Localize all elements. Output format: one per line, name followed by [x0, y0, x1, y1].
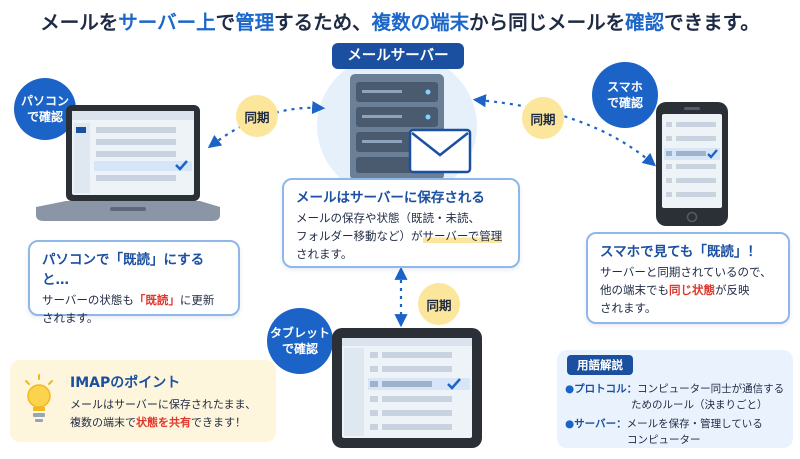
card-text: フォルダー移動など）が [296, 228, 423, 243]
page-headline: メールをサーバー上で管理するため、複数の端末から同じメールを確認できます。 [0, 6, 800, 35]
card-line: されます。 [42, 310, 99, 325]
device-label-line: パソコン [20, 93, 69, 108]
server-card: メールはサーバーに保存される メールの保存や状態（既読・未読、 フォルダー移動な… [282, 178, 520, 268]
headline-part: するため、 [274, 11, 372, 34]
device-label-line: で確認 [281, 342, 318, 356]
pc-card-body: サーバーの状態も「既読」に更新 されます。 [42, 292, 226, 328]
server-card-title: メールはサーバーに保存される [296, 190, 485, 206]
glossary-title: 用語解説 [567, 355, 633, 375]
device-label-line: スマホ [607, 79, 643, 94]
tip-body: メールはサーバーに保存されたまま、 複数の端末で状態を共有できます！ [70, 396, 256, 432]
card-line: メールの保存や状態（既読・未読、 [296, 211, 480, 225]
sync-arrow-phone [472, 94, 657, 167]
laptop-icon [36, 105, 220, 221]
sync-arrow-pc [207, 100, 326, 149]
sync-badge-tablet: 同期 [418, 283, 460, 325]
card-highlight: 「既読」 [133, 293, 180, 307]
headline-part: 確認 [625, 11, 665, 34]
card-line: サーバーの状態も「既読」に更新 [42, 292, 226, 310]
headline-part: できます。 [664, 11, 760, 34]
glossary-term: プロトコル： [574, 383, 638, 395]
tablet-device-label: タブレット で確認 [267, 308, 333, 374]
headline-part: サーバー上 [118, 11, 216, 34]
card-line: 他の端末でも同じ状態が反映 [600, 282, 776, 300]
pc-card-title: パソコンで「既読」にすると… [42, 252, 205, 288]
glossary-entry-protocol: ●プロトコル：コンピューター同士が通信する ためのルール（決まりごと） [565, 381, 784, 414]
phone-card-body: サーバーと同期されているので、 他の端末でも同じ状態が反映 されます。 [600, 264, 776, 317]
server-card-body: メールの保存や状態（既読・未読、 フォルダー移動など）がサーバーで管理 されます… [296, 210, 506, 263]
sync-badge-phone: 同期 [522, 97, 564, 139]
glossary-box: 用語解説 ●プロトコル：コンピューター同士が通信する ためのルール（決まりごと）… [557, 350, 793, 448]
glossary-entry-server: ●サーバー：メールを保存・管理している コンピューター [565, 416, 763, 449]
tablet-icon [332, 328, 482, 448]
glossary-term: サーバー： [574, 418, 627, 430]
tip-line: 複数の端末で状態を共有できます！ [70, 414, 256, 432]
device-label-line: で確認 [606, 96, 643, 110]
bullet-icon: ● [565, 418, 575, 430]
card-highlight: サーバーで管理 [422, 228, 503, 243]
glossary-def: ためのルール（決まりごと） [631, 399, 768, 412]
server-label: メールサーバー [332, 43, 464, 69]
lightbulb-icon [25, 374, 53, 422]
tip-line: メールはサーバーに保存されたまま、 [70, 398, 257, 411]
envelope-icon [408, 128, 472, 174]
card-text: 他の端末でも [600, 282, 669, 297]
phone-device-label: スマホ で確認 [592, 62, 658, 128]
glossary-def: メールを保存・管理している [626, 418, 763, 430]
tip-title: IMAPのポイント [70, 375, 181, 391]
glossary-def: コンピューター [627, 434, 701, 447]
card-text: が反映 [715, 282, 750, 297]
pc-device-label: パソコン で確認 [14, 78, 76, 140]
card-line: されます。 [600, 300, 657, 315]
tip-highlight: 状態を共有 [136, 416, 191, 430]
card-line: サーバーと同期されているので、 [600, 265, 772, 279]
glossary-line: ●プロトコル：コンピューター同士が通信する [565, 381, 784, 397]
card-line: されます。 [296, 246, 353, 261]
device-label-line: で確認 [26, 110, 63, 124]
tip-text: 複数の端末で [70, 416, 136, 430]
card-text: に更新 [179, 293, 215, 307]
headline-part: から同じメールを [469, 11, 626, 34]
phone-card-title: スマホで見ても「既読」！ [600, 244, 761, 260]
pc-card: パソコンで「既読」にすると… サーバーの状態も「既読」に更新 されます。 [28, 240, 240, 325]
smartphone-icon [656, 102, 728, 226]
device-label-line: タブレット [269, 325, 330, 340]
card-highlight: 同じ状態 [669, 282, 715, 297]
card-text: サーバーの状態も [42, 293, 134, 307]
imap-tip-box: IMAPのポイント メールはサーバーに保存されたまま、 複数の端末で状態を共有で… [10, 360, 276, 442]
headline-part: 管理 [235, 11, 275, 34]
headline-part: メールを [40, 11, 119, 34]
card-line: フォルダー移動など）がサーバーで管理 [296, 228, 506, 246]
bullet-icon: ● [565, 383, 575, 395]
sync-badge-pc: 同期 [236, 95, 278, 137]
headline-part: 複数の端末 [371, 11, 470, 34]
tip-text: できます！ [191, 416, 246, 430]
phone-card: スマホで見ても「既読」！ サーバーと同期されているので、 他の端末でも同じ状態が… [586, 232, 790, 324]
glossary-def: コンピューター同士が通信する [637, 383, 785, 395]
glossary-line: ●サーバー：メールを保存・管理している [565, 416, 763, 432]
headline-part: で [215, 11, 236, 34]
